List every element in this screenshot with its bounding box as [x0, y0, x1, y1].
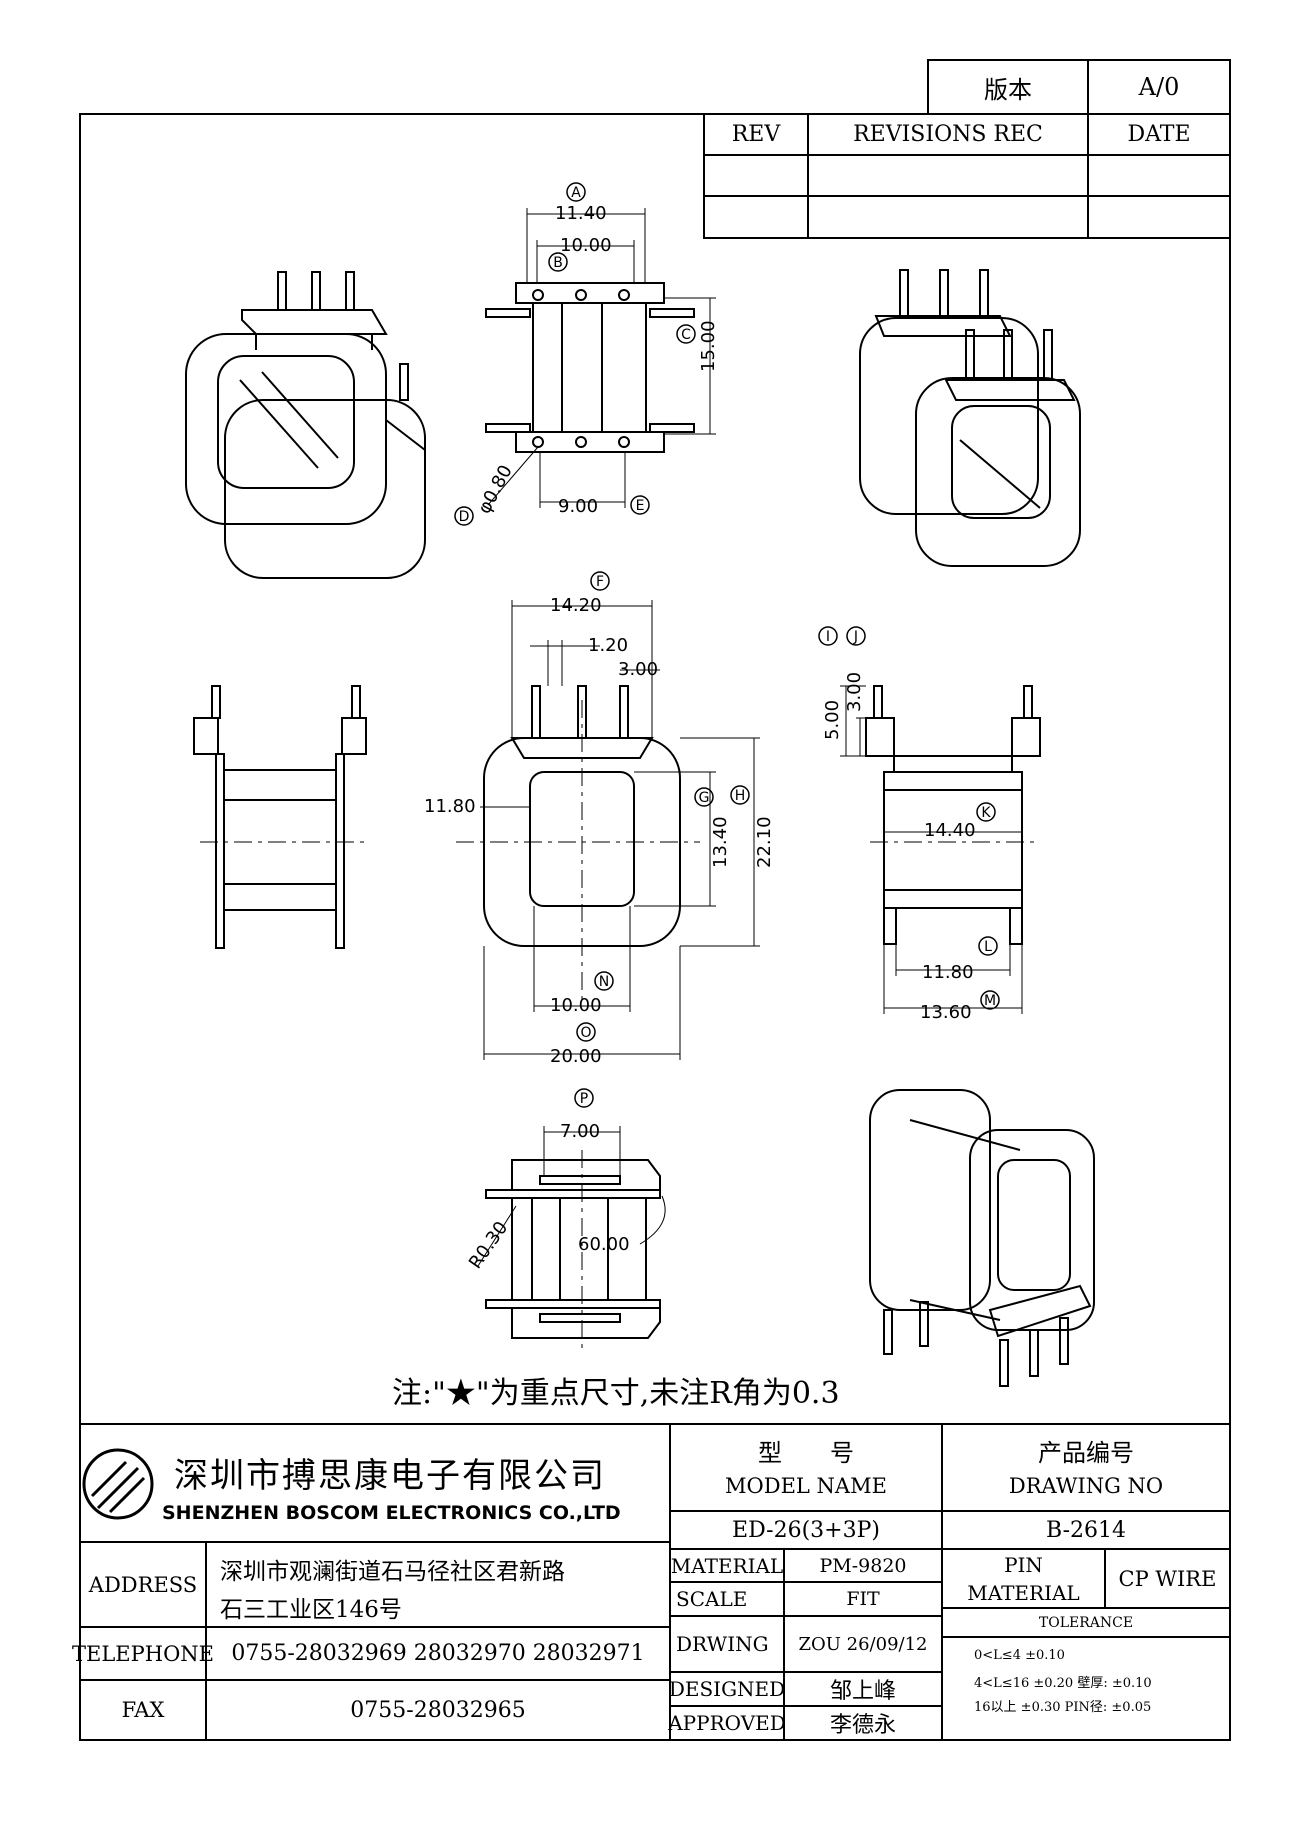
marker-b: B	[553, 255, 563, 271]
dim-i: 5.00	[822, 700, 843, 740]
tolerance-row1: 0<L≤4 ±0.10	[974, 1648, 1065, 1663]
approved-label: APPROVED	[668, 1711, 786, 1735]
pin-material-label-line2: MATERIAL	[967, 1581, 1080, 1605]
model-label-en: MODEL NAME	[725, 1474, 887, 1498]
approved-value: 李德永	[829, 1713, 896, 1738]
marker-c: C	[681, 327, 691, 343]
drawing-no-value: B-2614	[1046, 1517, 1126, 1543]
dim-l: 11.80	[922, 962, 974, 983]
revisions-rec-header: REVISIONS REC	[853, 122, 1043, 147]
tolerance-row2: 4<L≤16 ±0.20 壁厚: ±0.10	[974, 1676, 1152, 1691]
dim-a: 11.40	[555, 203, 607, 224]
drawing-note: 注:"★"为重点尺寸,未注R角为0.3	[392, 1376, 840, 1411]
revision-table-frame	[703, 113, 1231, 239]
dim-b: 10.00	[560, 235, 612, 256]
dim-f: 14.20	[550, 595, 602, 616]
dim-c: 15.00	[698, 320, 719, 372]
marker-p: P	[580, 1091, 588, 1107]
rev-header: REV	[731, 122, 781, 147]
company-name-cn: 深圳市搏思康电子有限公司	[174, 1456, 606, 1496]
marker-o: O	[580, 1025, 591, 1041]
marker-k: K	[981, 805, 991, 821]
drawing-frame	[79, 113, 1231, 1741]
side-view-left	[193, 685, 367, 949]
model-label-cn: 型 号	[758, 1438, 854, 1467]
marker-l: L	[984, 939, 992, 955]
pin-material-label-line1: PIN	[1004, 1553, 1043, 1577]
dim-d: φ0.80	[474, 462, 517, 518]
dim-g: 13.40	[710, 816, 731, 868]
material-label: MATERIAL	[670, 1553, 784, 1578]
drwing-value: ZOU 26/09/12	[798, 1633, 928, 1655]
bottom-view	[485, 1159, 661, 1339]
version-label: 版本	[984, 75, 1032, 104]
address-line1: 深圳市观澜街道石马径社区君新路	[220, 1559, 565, 1585]
drawing-no-label-en: DRAWING NO	[1008, 1474, 1164, 1498]
fax-value: 0755-28032965	[350, 1697, 526, 1723]
designed-label: DESIGNED	[668, 1677, 786, 1701]
telephone-value: 0755-28032969 28032970 28032971	[231, 1641, 645, 1666]
side-view-right	[865, 685, 1041, 945]
dim-h: 22.10	[754, 816, 775, 868]
model-value: ED-26(3+3P)	[732, 1517, 880, 1543]
dim-k: 14.40	[924, 820, 976, 841]
top-view-dimension-lines	[487, 208, 716, 508]
date-header: DATE	[1127, 122, 1191, 147]
dim-m: 13.60	[920, 1002, 972, 1023]
dim-p: 7.00	[560, 1121, 600, 1142]
telephone-label: TELEPHONE	[72, 1641, 214, 1666]
designed-value: 邹上峰	[829, 1679, 896, 1704]
address-line2: 石三工业区146号	[220, 1597, 402, 1623]
side-view-right-dimension-lines	[840, 685, 1023, 1014]
scale-label: SCALE	[676, 1587, 748, 1611]
marker-f: F	[596, 574, 604, 590]
scale-value: FIT	[846, 1588, 880, 1610]
front-view-dimension-lines	[480, 600, 760, 1060]
iso-view-top-left	[185, 271, 426, 579]
company-logo-icon	[82, 1448, 154, 1520]
iso-view-bottom-right	[869, 1089, 1095, 1387]
fax-label: FAX	[121, 1698, 165, 1722]
address-label: ADDRESS	[88, 1572, 198, 1597]
marker-j: J	[853, 629, 858, 645]
marker-d: D	[459, 509, 470, 525]
dim-g-left: 11.80	[424, 796, 476, 817]
bottom-view-dimension-lines	[477, 1126, 666, 1267]
dim-j: 3.00	[844, 672, 865, 712]
dim-r: R0.30	[465, 1218, 512, 1273]
marker-a: A	[571, 185, 581, 201]
dim-f1: 1.20	[588, 635, 628, 656]
drawing-no-label-cn: 产品编号	[1038, 1438, 1134, 1467]
marker-m: M	[984, 993, 996, 1009]
dimension-markers: A B C D E F G H I J K L M N O P	[454, 182, 1000, 1108]
marker-g: G	[699, 790, 710, 806]
iso-view-top-right	[859, 269, 1081, 567]
marker-e: E	[636, 498, 645, 514]
marker-h: H	[735, 788, 746, 804]
top-view	[485, 282, 695, 453]
tolerance-row3: 16以上 ±0.30 PIN径: ±0.05	[974, 1700, 1152, 1715]
dim-f2: 3.00	[618, 659, 658, 680]
marker-i: I	[826, 629, 830, 645]
material-value: PM-9820	[819, 1554, 907, 1577]
dim-angle: 60.00	[578, 1234, 630, 1255]
dim-e: 9.00	[558, 496, 598, 517]
dim-n: 10.00	[550, 995, 602, 1016]
drwing-label: DRWING	[676, 1632, 769, 1656]
version-value: A/0	[1138, 73, 1180, 101]
company-name-en: SHENZHEN BOSCOM ELECTRONICS CO.,LTD	[162, 1502, 621, 1524]
dim-o: 20.00	[550, 1046, 602, 1067]
tolerance-label: TOLERANCE	[1038, 1614, 1134, 1631]
marker-n: N	[599, 974, 609, 990]
pin-material-value: CP WIRE	[1118, 1566, 1217, 1591]
